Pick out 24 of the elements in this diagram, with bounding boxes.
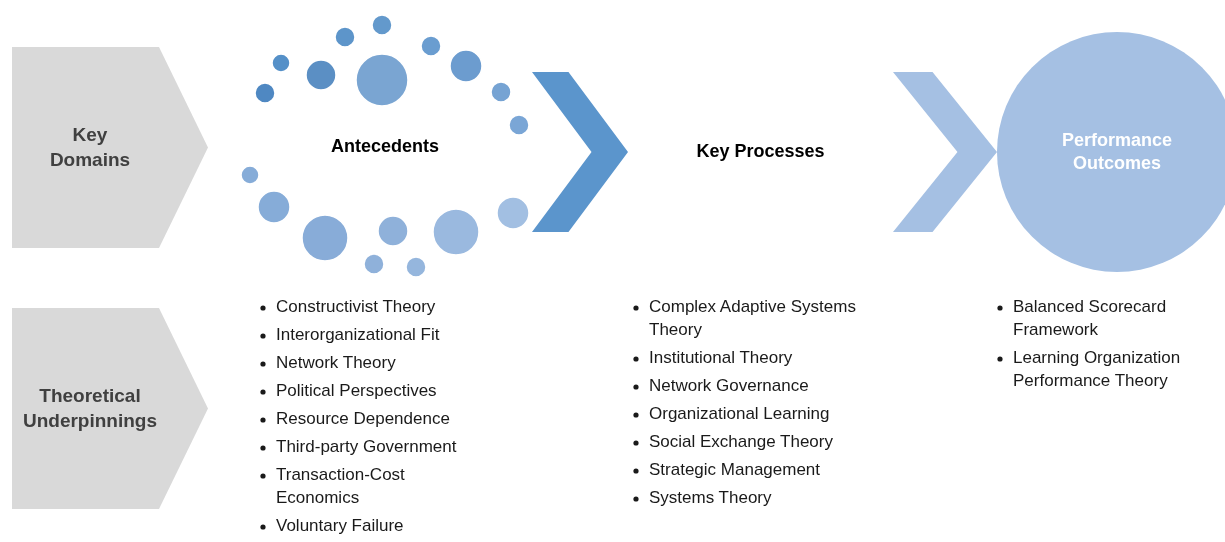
bullet-item: Interorganizational Fit: [276, 325, 440, 344]
bullet-item: Voluntary Failure: [276, 516, 404, 535]
bullet-item: Network Theory: [276, 353, 396, 372]
bullet-item: Third-party Government: [276, 437, 457, 456]
bullet-item: Resource Dependence: [276, 409, 450, 428]
bullet-item: Learning Organization Performance Theory: [1013, 348, 1181, 390]
bullet-item: Institutional Theory: [649, 348, 793, 367]
bullet-item: Constructivist Theory: [276, 297, 436, 316]
bullet-item: Social Exchange Theory: [649, 432, 833, 451]
heading-text: Key Domains: [48, 122, 132, 172]
heading-text: Key Processes: [695, 140, 826, 164]
bullet-item: Strategic Management: [649, 460, 821, 479]
heading-text: Antecedents: [330, 135, 440, 159]
bullet-item: Complex Adaptive Systems Theory: [649, 297, 856, 339]
bullet-item: Network Governance: [649, 376, 809, 395]
bullet-item: Organizational Learning: [649, 404, 830, 423]
chevron-arrow: [532, 72, 628, 232]
bullet-item: Balanced Scorecard Framework: [1013, 297, 1167, 339]
heading-text: Performance Outcomes: [1060, 128, 1174, 175]
chevron-arrow: [893, 72, 997, 232]
bullet-item: Political Perspectives: [276, 381, 437, 400]
bullet-item: Systems Theory: [649, 488, 772, 507]
heading-text: Theoretical Underpinnings: [21, 383, 159, 433]
bullet-item: Transaction-Cost Economics: [276, 465, 405, 507]
